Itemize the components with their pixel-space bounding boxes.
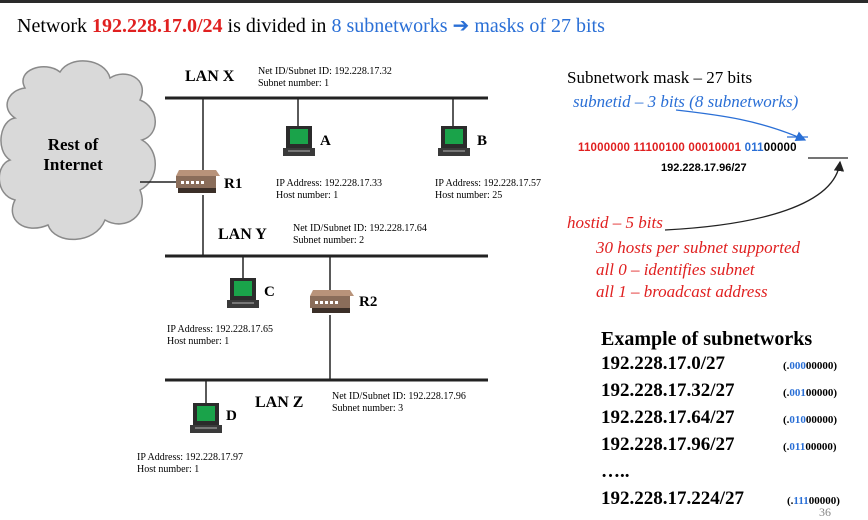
host-b-ip: IP Address: 192.228.17.57 [435,178,542,189]
mask-bits-subnet: 011 [744,142,764,154]
example-address: 192.228.17.64/27 [601,407,735,428]
host-info-line: 30 hosts per subnet supported [596,238,800,257]
example-address: 192.228.17.0/27 [601,353,726,374]
example-address: 192.228.17.96/27 [601,434,735,455]
example-address: 192.228.17.224/27 [601,488,745,509]
host-c-label: C [264,284,275,300]
example-row: 192.228.17.224/27 (.11100000) [601,488,861,515]
host-c-info: IP Address: 192.228.17.65 Host number: 1 [167,324,273,348]
example-address: 192.228.17.32/27 [601,380,735,401]
host-c-number: Host number: 1 [167,336,230,347]
title-middle: is divided in [222,15,332,37]
host-a-ip: IP Address: 192.228.17.33 [276,178,383,189]
router-r1-icon [176,170,220,193]
cloud-label: Rest of Internet [33,135,113,175]
host-info-line: all 1 – broadcast address [596,282,768,301]
mask-bits: 11000000 11100100 00010001 01100000 [578,142,797,154]
router-r2-icon [310,290,354,313]
subnetid-arrow [675,109,807,142]
lan-x-subnet-number: Subnet number: 1 [258,78,330,89]
host-d-info: IP Address: 192.228.17.97 Host number: 1 [137,452,243,476]
example-ellipsis-row: ….. [601,461,861,488]
arrow-icon: ➔ [447,15,475,37]
computer-b-icon [438,126,470,156]
host-c-ip: IP Address: 192.228.17.65 [167,324,274,335]
title-subnets: 8 subnetworks [331,15,448,37]
examples-title: Example of subnetworks [601,328,813,350]
computer-c-icon [227,278,259,308]
mask-bits-host: 00000 [763,142,797,154]
lan-y-subnet-id: Net ID/Subnet ID: 192.228.17.64 [293,223,427,234]
examples-list: 192.228.17.0/27 (.00000000) 192.228.17.3… [601,353,861,515]
lan-y-label: LAN Y [218,226,267,243]
host-info-list: 30 hosts per subnet supported all 0 – id… [596,237,800,303]
lan-z-subnet-id: Net ID/Subnet ID: 192.228.17.96 [332,391,466,402]
title-prefix: Network [17,15,92,37]
host-d-number: Host number: 1 [137,464,200,475]
lan-z-label: LAN Z [255,394,304,411]
slide-title: Network 192.228.17.0/24 is divided in 8 … [17,13,605,38]
example-ellipsis: ….. [601,461,630,482]
computer-a-icon [283,126,315,156]
hostid-label: hostid – 5 bits [567,213,663,232]
mask-address: 192.228.17.96/27 [661,162,747,174]
host-b-label: B [477,133,488,149]
lan-y-info: Net ID/Subnet ID: 192.228.17.64 Subnet n… [293,223,427,247]
lan-x-label: LAN X [185,68,235,85]
host-a-number: Host number: 1 [276,190,339,201]
lan-x-subnet-id: Net ID/Subnet ID: 192.228.17.32 [258,66,392,77]
example-bits: (.11100000) [787,495,840,507]
host-d-ip: IP Address: 192.228.17.97 [137,452,244,463]
page-number: 36 [819,505,831,519]
example-bits: (.00100000) [783,387,838,399]
router-r1-label: R1 [224,176,243,192]
title-network: 192.228.17.0/24 [91,15,223,37]
cloud-icon [0,60,156,241]
example-row: 192.228.17.64/27 (.01000000) [601,407,861,434]
cloud-label-line1: Rest of [47,135,99,154]
example-bits: (.01000000) [783,414,838,426]
subnetid-label: subnetid – 3 bits (8 subnetworks) [573,92,799,111]
host-info-line: all 0 – identifies subnet [596,260,755,279]
mask-title: Subnetwork mask – 27 bits [567,68,753,87]
router-r2-label: R2 [359,294,378,310]
example-bits: (.01100000) [783,441,837,453]
lan-y-subnet-number: Subnet number: 2 [293,235,365,246]
example-bits: (.00000000) [783,360,838,372]
lan-x-info: Net ID/Subnet ID: 192.228.17.32 Subnet n… [258,66,392,90]
lan-z-info: Net ID/Subnet ID: 192.228.17.96 Subnet n… [332,391,466,415]
host-a-label: A [320,133,331,149]
example-row: 192.228.17.32/27 (.00100000) [601,380,861,407]
top-rule [0,0,868,3]
host-d-label: D [226,408,237,424]
hostid-arrow [664,160,845,231]
example-row: 192.228.17.96/27 (.01100000) [601,434,861,461]
cloud-label-line2: Internet [43,155,103,174]
title-masks: masks of 27 bits [474,15,605,37]
computer-d-icon [190,403,222,433]
mask-bits-net: 11000000 11100100 00010001 [578,142,745,154]
host-a-info: IP Address: 192.228.17.33 Host number: 1 [276,178,382,202]
example-row: 192.228.17.0/27 (.00000000) [601,353,861,380]
lan-z-subnet-number: Subnet number: 3 [332,403,404,414]
host-b-info: IP Address: 192.228.17.57 Host number: 2… [435,178,541,202]
host-b-number: Host number: 25 [435,190,503,201]
